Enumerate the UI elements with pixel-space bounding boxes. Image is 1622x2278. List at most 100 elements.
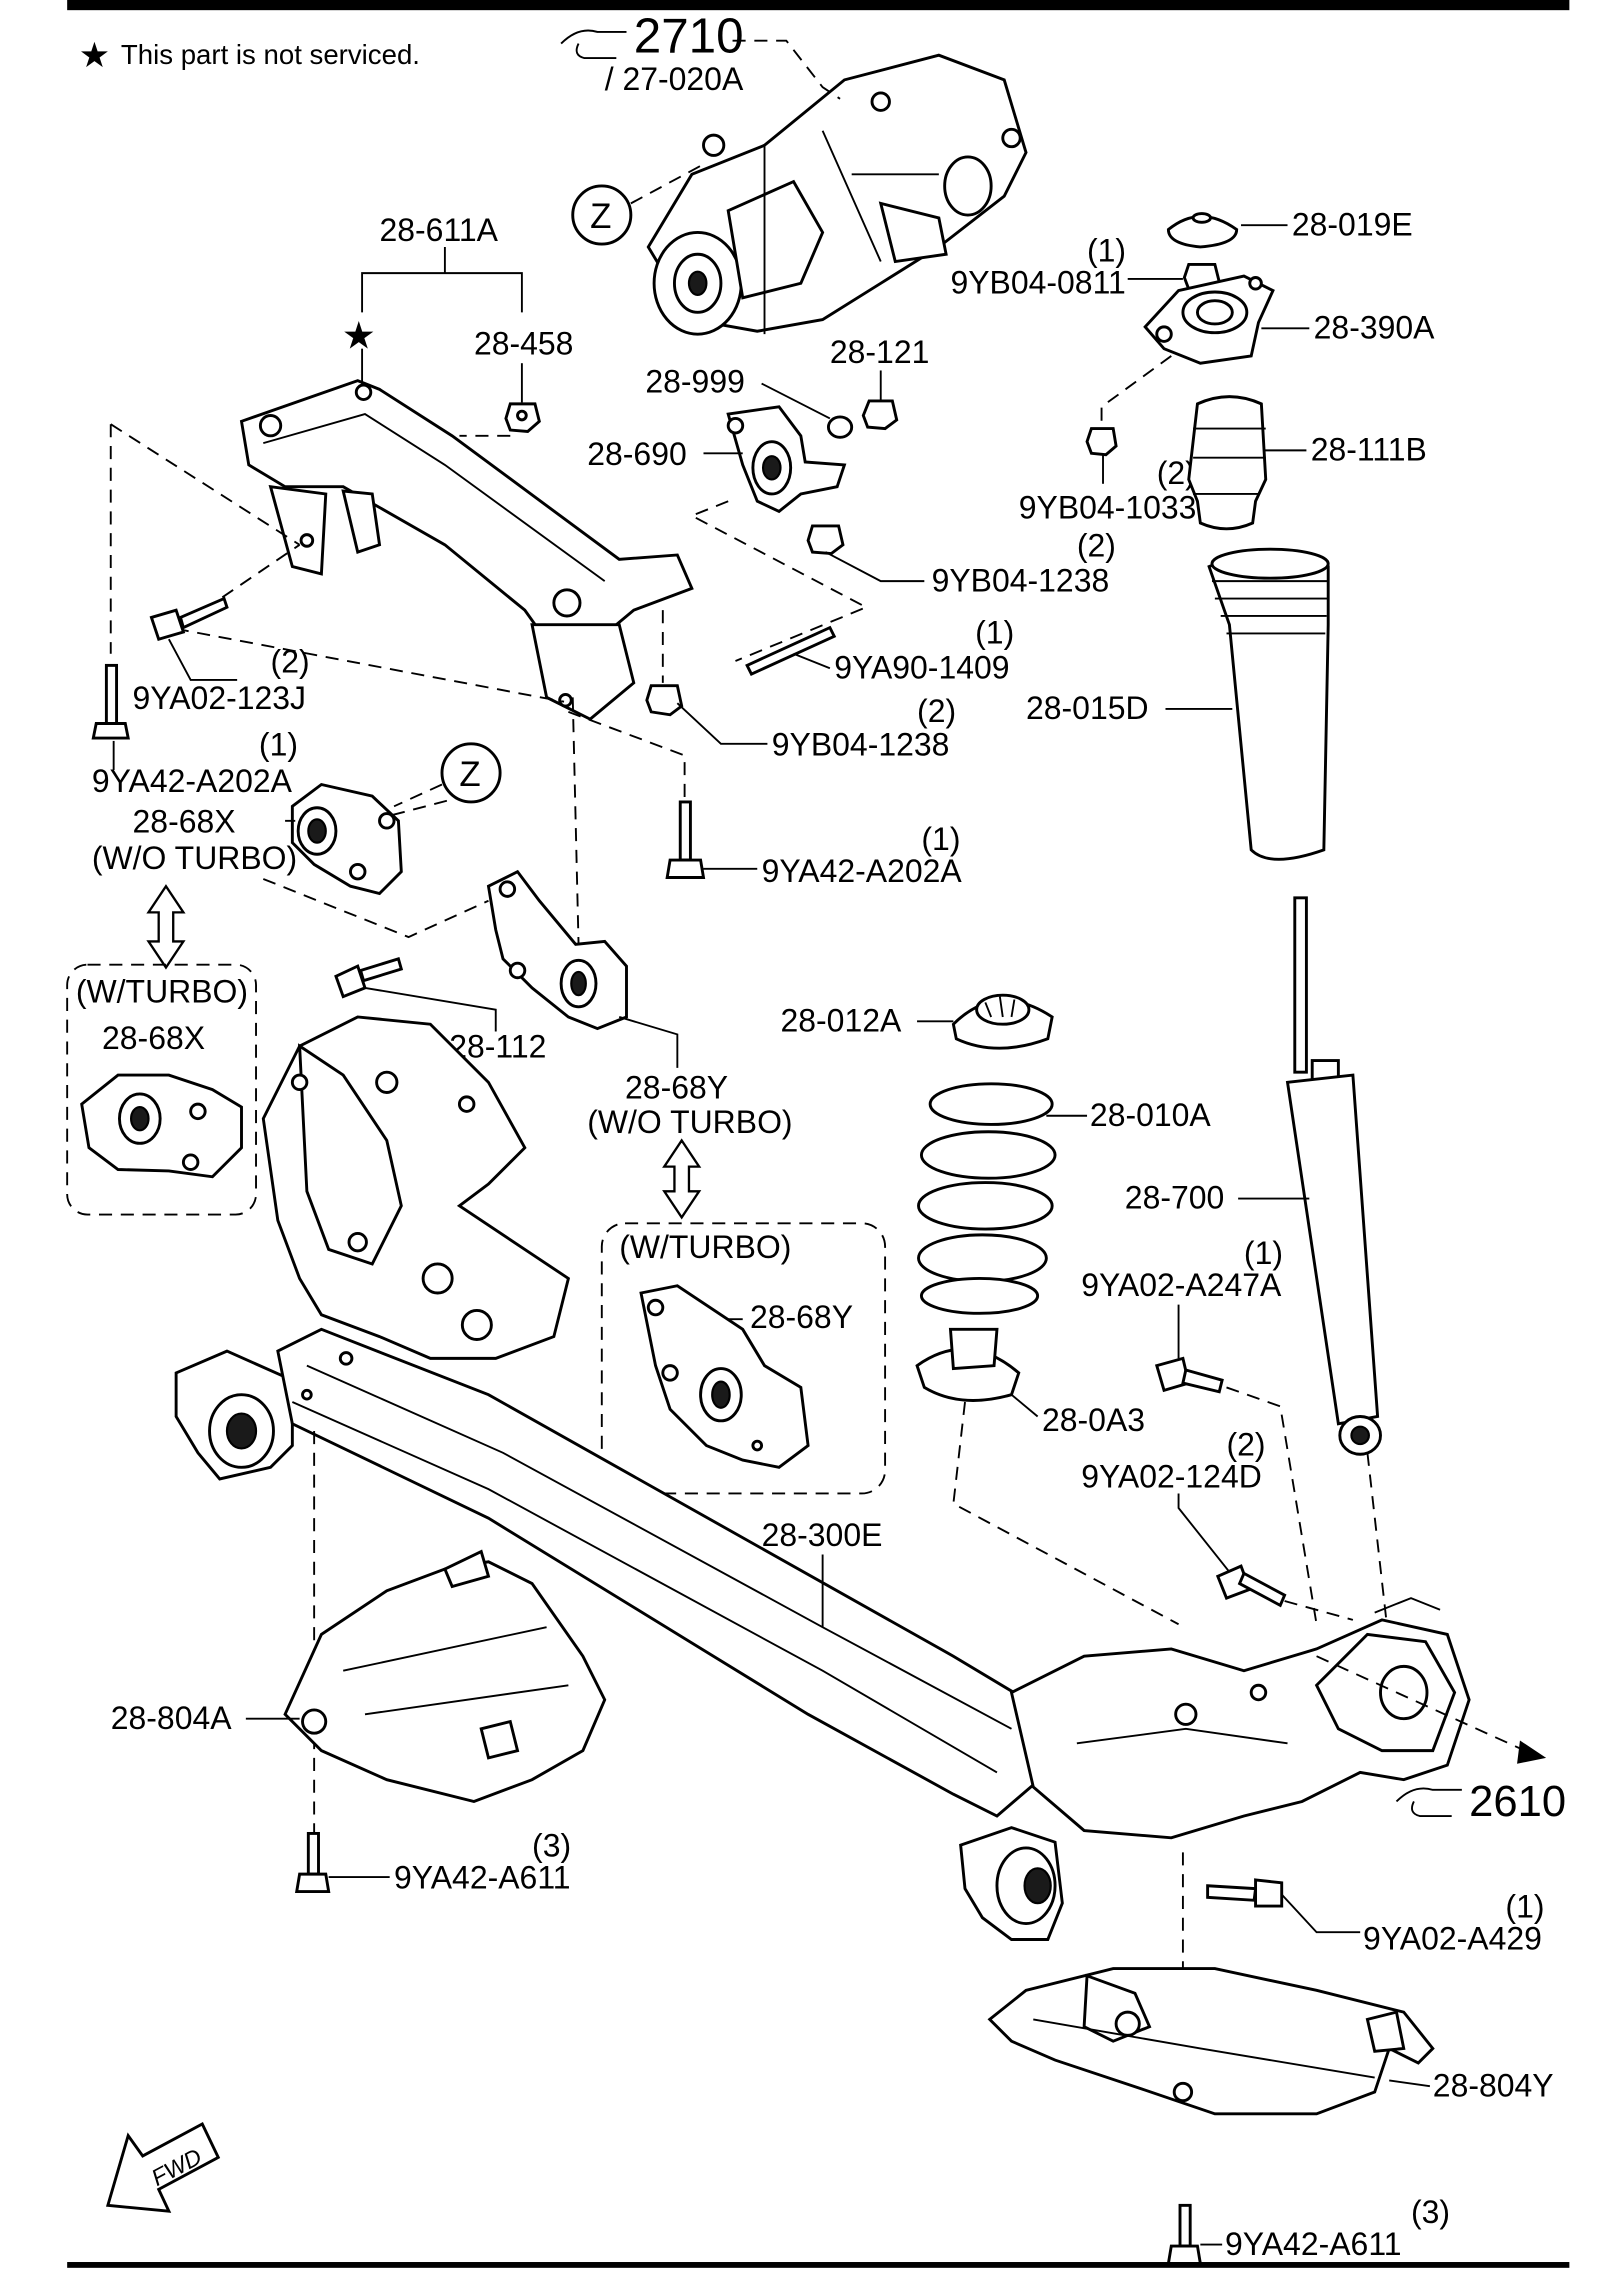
bump-stop-28-111b [1187, 395, 1268, 531]
fwd-arrow-icon: FWD [105, 2122, 221, 2213]
bolt-9ya42-a611-right [1166, 2203, 1203, 2265]
bolt-9ya02-123j [149, 596, 229, 642]
shock-absorber-28-700 [1285, 896, 1382, 1456]
subframe-left-bushing [174, 1349, 294, 1481]
bolt-9ya02-a429 [1206, 1878, 1284, 1908]
mount-28-68y [486, 869, 628, 1031]
bolt-28-112 [334, 957, 404, 999]
subframe-right-bushing [959, 1826, 1064, 1941]
label-28-68y: 28-68Y [625, 1069, 728, 1105]
zone-z-top [571, 184, 633, 246]
rear-differential [646, 53, 1028, 336]
label-9ya02-a247a: 9YA02-A247A [1081, 1267, 1282, 1303]
label-9ya42-a202a-b-qty: (1) [921, 821, 960, 857]
zone-z-top-label: Z [590, 197, 611, 236]
label-9yb04-0811-qty: (1) [1087, 233, 1126, 269]
note-star-icon: ★ [79, 36, 110, 75]
cap-28-019e [1166, 212, 1239, 249]
label-9yb04-1238-b: 9YB04-1238 [772, 726, 950, 762]
bottom-border [67, 2262, 1570, 2268]
spring-seat-28-012a [951, 993, 1054, 1050]
ref-27-020a: / 27-020A [605, 61, 744, 97]
bolt-9ya42-a202a-left [91, 663, 130, 740]
label-9yb04-1238-a: 9YB04-1238 [932, 562, 1110, 598]
zone-z-mid-label: Z [459, 755, 480, 794]
crossmember [239, 379, 694, 721]
label-28-804y: 28-804Y [1433, 2067, 1554, 2103]
label-28-012a: 28-012A [780, 1002, 901, 1038]
label-9ya90-1409: 9YA90-1409 [834, 649, 1009, 685]
nut-9yb04-1238-upper [806, 524, 845, 556]
label-wturbo-x: (W/TURBO) [76, 973, 248, 1009]
bolt-9ya42-a202a-right [665, 800, 706, 879]
label-9ya42-a202a-a-qty: (1) [259, 726, 298, 762]
label-28-019e: 28-019E [1292, 206, 1413, 242]
bolt-9ya02-a247a [1154, 1356, 1224, 1394]
pin-9ya90-1409 [745, 625, 837, 677]
ref-hand-icon-2610 [1395, 1787, 1462, 1817]
label-28-999: 28-999 [645, 363, 745, 399]
label-28-0a3: 28-0A3 [1042, 1402, 1145, 1438]
label-9ya02-123j-qty: (2) [271, 644, 310, 680]
label-wturbo-y: (W/TURBO) [619, 1229, 791, 1265]
lower-seat-28-0a3 [915, 1327, 1021, 1402]
under-cover-28-804a [283, 1549, 607, 1803]
not-serviced-star-icon: ★ [342, 316, 376, 358]
label-9ya42-a202a-b: 9YA42-A202A [762, 853, 963, 889]
label-28-68x: 28-68X [133, 803, 236, 839]
label-28-300e: 28-300E [762, 1517, 883, 1553]
note-text: This part is not serviced. [121, 39, 420, 70]
label-9ya02-a429-qty: (1) [1505, 1889, 1544, 1925]
label-28-010a: 28-010A [1090, 1097, 1211, 1133]
label-9ya02-124d-qty: (2) [1227, 1427, 1266, 1463]
label-28-700: 28-700 [1125, 1180, 1225, 1216]
ref-2710: 2710 [634, 8, 744, 63]
label-9ya02-a247a-qty: (1) [1244, 1235, 1283, 1271]
label-9ya90-1409-qty: (1) [975, 615, 1014, 651]
label-9ya02-124d: 9YA02-124D [1081, 1459, 1262, 1495]
swap-arrow-y-icon [662, 1138, 702, 1220]
dust-boot-28-015d [1207, 547, 1330, 861]
label-28-111b: 28-111B [1311, 432, 1427, 468]
label-9yb04-1033: 9YB04-1033 [1019, 490, 1197, 526]
nut-28-458 [504, 402, 541, 433]
label-28-390a: 28-390A [1314, 310, 1435, 346]
subframe-right [1009, 1597, 1471, 1840]
label-9ya02-123j: 9YA02-123J [133, 680, 307, 716]
swap-arrow-x-icon [146, 884, 186, 970]
label-9ya02-a429: 9YA02-A429 [1363, 1921, 1542, 1957]
label-9yb04-1238-b-qty: (2) [917, 693, 956, 729]
label-9yb04-0811: 9YB04-0811 [950, 264, 1125, 300]
label-9ya42-a202a-a: 9YA42-A202A [92, 763, 293, 799]
upper-mount-28-390a [1143, 274, 1275, 365]
w-turbo-box-y [600, 1222, 887, 1495]
mount-28-68x-turbo [80, 1073, 243, 1179]
label-28-804a: 28-804A [111, 1700, 232, 1736]
nut-9yb04-1238-lower [645, 684, 684, 717]
label-9yb04-1238-a-qty: (2) [1077, 527, 1116, 563]
mount-28-68x [290, 782, 403, 896]
label-28-458: 28-458 [474, 325, 574, 361]
ref-hand-icon-2710 [560, 29, 627, 60]
w-turbo-box-x [66, 963, 257, 1216]
label-9ya42-a611-a: 9YA42-A611 [394, 1860, 570, 1896]
bolt-9ya42-a611-left [294, 1831, 331, 1894]
label-28-690: 28-690 [587, 436, 687, 472]
label-28-68y-turbo: 28-68Y [750, 1299, 853, 1335]
bolt-9ya02-124d [1215, 1564, 1287, 1608]
zone-z-mid [440, 742, 502, 804]
ref-2610: 2610 [1469, 1778, 1566, 1826]
subframe-left [261, 1015, 571, 1360]
label-wo-turbo-x: (W/O TURBO) [92, 840, 297, 876]
label-9ya42-a611-a-qty: (3) [532, 1828, 571, 1864]
washer-28-999 [826, 415, 854, 439]
diff-mount-28-690 [726, 405, 847, 514]
label-wo-turbo-y: (W/O TURBO) [587, 1104, 792, 1140]
mount-28-68y-turbo [639, 1284, 810, 1469]
subframe-beam [276, 1327, 1050, 1818]
label-28-611a: 28-611A [380, 212, 499, 248]
under-cover-28-804y [987, 1967, 1435, 2116]
nut-28-121 [861, 399, 899, 431]
top-border [67, 0, 1570, 11]
